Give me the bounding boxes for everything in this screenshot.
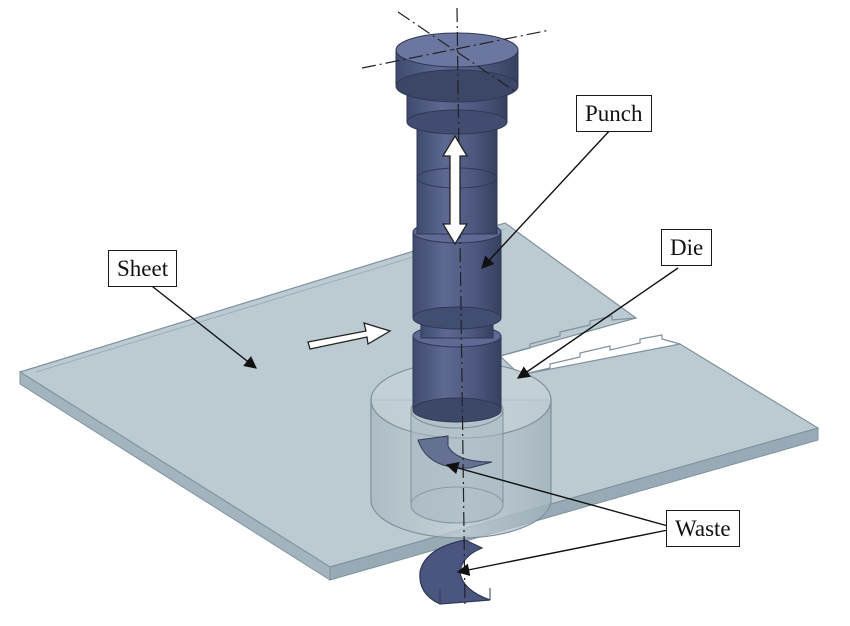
punch-middle-bottom <box>412 306 502 330</box>
punch-collar-bottom <box>406 109 508 135</box>
sheet-cut-edge-lower <box>519 334 681 376</box>
head-axis-b <box>361 29 551 69</box>
vertical-motion-arrow <box>441 134 469 246</box>
punch <box>395 32 519 423</box>
punch-leader <box>481 127 613 269</box>
punch-label: Punch <box>576 95 652 132</box>
waste-piece-side <box>439 588 491 604</box>
waste-in-die <box>417 435 493 469</box>
punch-head-bottom <box>395 69 519 103</box>
vertical-center-axis <box>456 7 466 607</box>
die-leader <box>516 267 679 379</box>
sheet-right-edge <box>329 427 819 581</box>
waste-leader-inner <box>445 461 669 527</box>
punch-middle-body <box>412 231 502 319</box>
waste-leader-outer <box>456 529 669 576</box>
leader-lines <box>147 127 679 576</box>
die-bore-bottom <box>410 486 504 524</box>
sheet-cut-edge-upper <box>499 315 637 357</box>
center-axes <box>361 7 551 607</box>
waste-label: Waste <box>666 510 740 547</box>
sheet-leader <box>147 282 257 369</box>
punch-tip <box>412 397 502 423</box>
die-label: Die <box>661 229 713 266</box>
feed-direction-arrow <box>307 322 392 350</box>
sheet-label: Sheet <box>108 250 178 287</box>
